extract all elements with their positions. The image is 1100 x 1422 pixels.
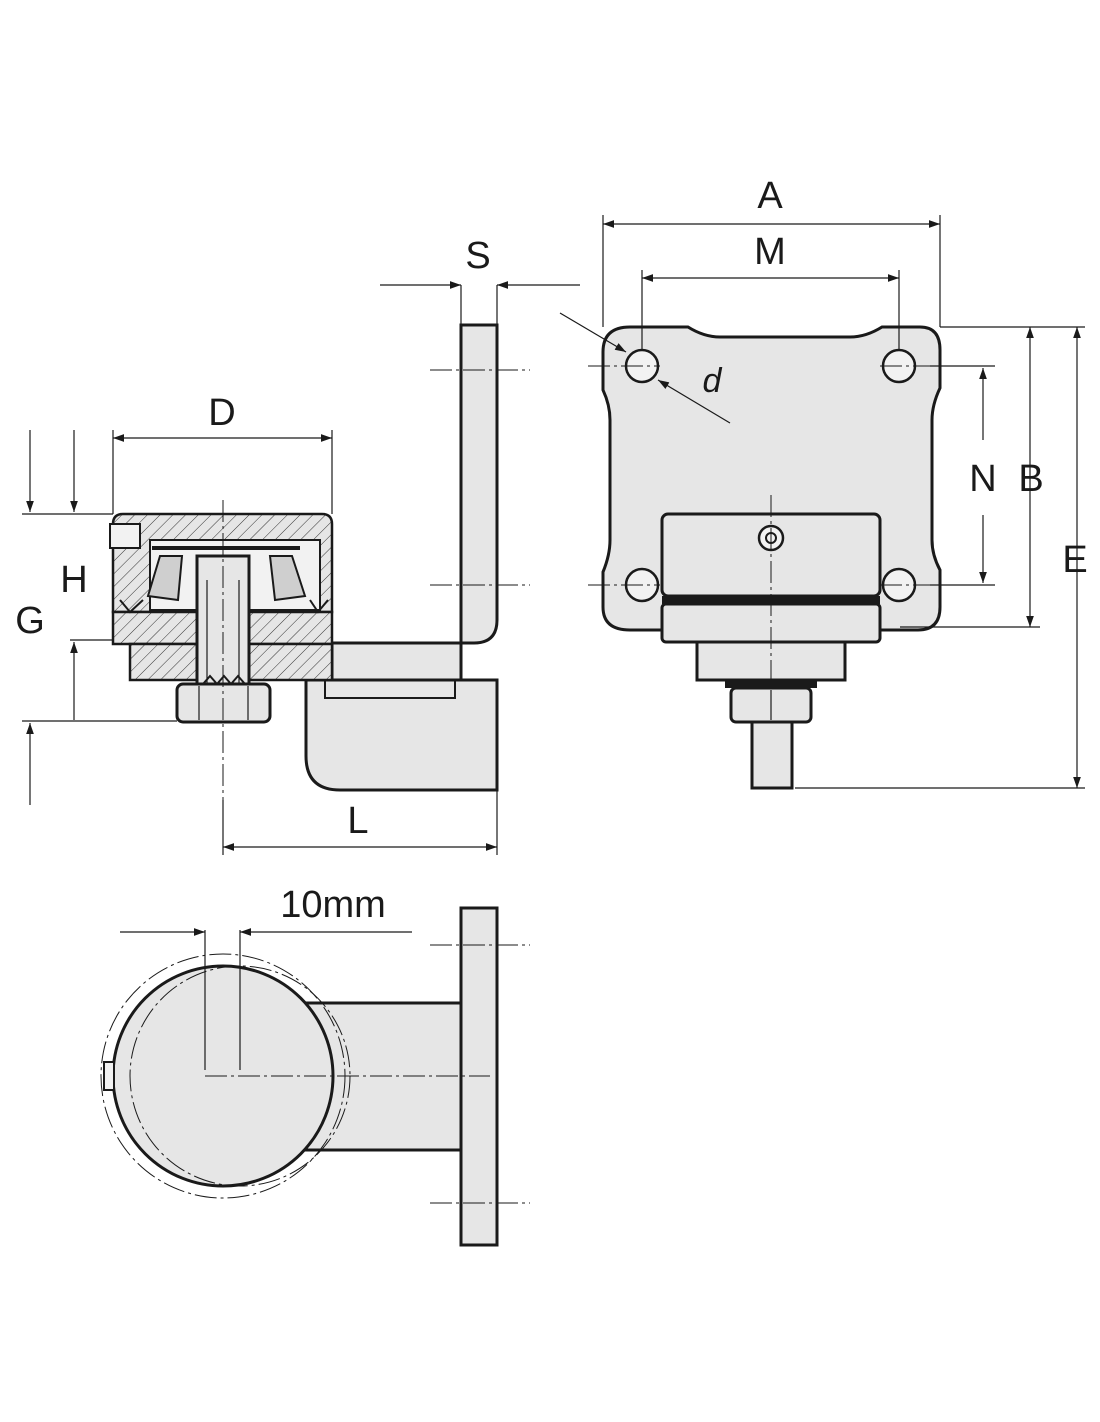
label-S: S — [465, 235, 490, 277]
label-B: B — [1018, 458, 1043, 500]
label-N: N — [969, 458, 996, 500]
dimension-lines — [22, 215, 1085, 936]
seal-left — [119, 599, 144, 614]
grease-nipple-side — [109, 523, 141, 549]
dimension-labels: S A M D d N B E H G L 10mm — [15, 175, 1087, 926]
washer-front — [725, 680, 817, 688]
nipple-top — [103, 1061, 115, 1091]
label-L: L — [347, 800, 368, 842]
label-E: E — [1062, 539, 1087, 581]
bearing-left — [146, 555, 184, 602]
label-D: D — [208, 392, 235, 434]
label-G: G — [15, 600, 45, 642]
angle-bracket — [330, 323, 499, 682]
seal-right — [309, 599, 329, 614]
label-M: M — [754, 231, 786, 273]
pin-thread — [202, 674, 246, 686]
label-10mm: 10mm — [280, 884, 386, 926]
bearing-right — [268, 555, 307, 602]
side-section-view — [109, 323, 530, 855]
label-H: H — [60, 559, 87, 601]
top-view — [100, 906, 530, 1247]
label-d: d — [703, 362, 723, 400]
front-view — [588, 325, 990, 790]
label-A: A — [757, 175, 783, 217]
pin-end-front — [750, 720, 794, 790]
mounting-plate-side — [304, 678, 499, 792]
plate-slot — [324, 679, 456, 699]
